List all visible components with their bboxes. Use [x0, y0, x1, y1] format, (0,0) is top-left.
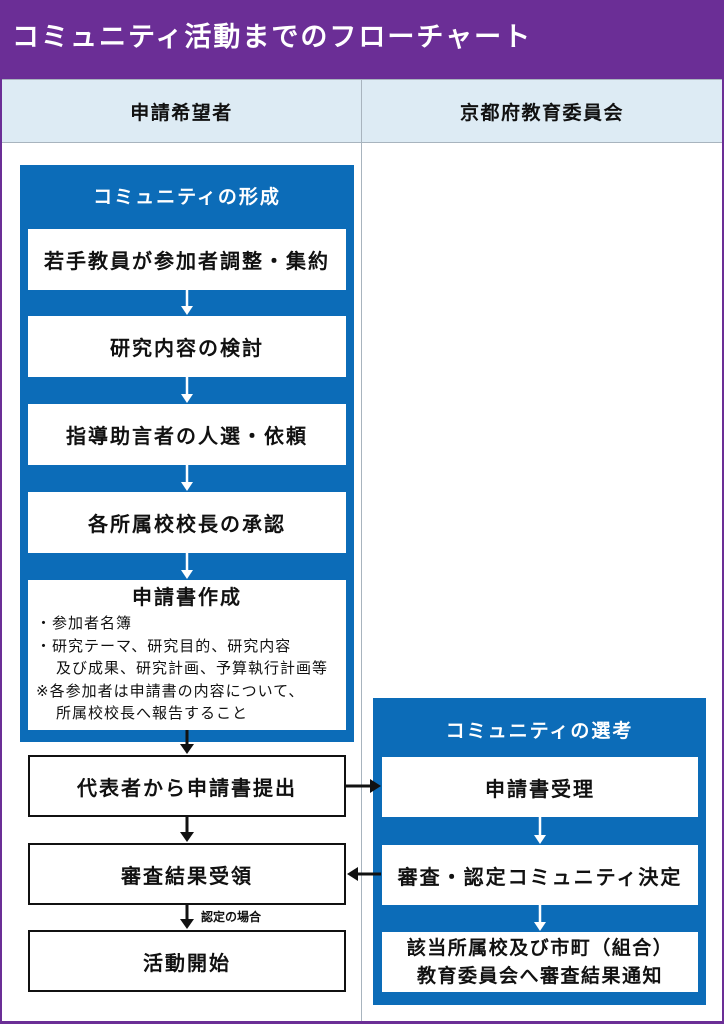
step-review-decision: 審査・認定コミュニティ決定 — [382, 845, 698, 905]
application-note-line: ・研究テーマ、研究目的、研究内容 — [36, 636, 292, 655]
column-header-applicant: 申請希望者 — [2, 80, 361, 142]
step-notify-results: 該当所属校及び市町（組合） 教育委員会へ審査結果通知 — [382, 932, 698, 992]
condition-label: 認定の場合 — [201, 910, 262, 924]
step-notify-results-line: 教育委員会へ審査結果通知 — [416, 965, 663, 987]
step-submit-application: 代表者から申請書提出 — [28, 755, 346, 817]
application-title: 申請書作成 — [132, 585, 242, 609]
step-notify-results-line: 該当所属校及び市町（組合） — [406, 937, 674, 959]
group-community-selection-title: コミュニティの選考 — [445, 720, 634, 742]
step-research-content-review: 研究内容の検討 — [28, 316, 346, 377]
step-accept-application: 申請書受理 — [382, 757, 698, 817]
step-receive-results: 審査結果受領 — [28, 843, 346, 905]
step-application-drafting: 申請書作成 ・参加者名簿 ・研究テーマ、研究目的、研究内容 及び成果、研究計画、… — [28, 580, 346, 730]
application-note-line: ※各参加者は申請書の内容について、 — [36, 681, 305, 700]
application-notes: ・参加者名簿 ・研究テーマ、研究目的、研究内容 及び成果、研究計画、予算執行計画… — [36, 612, 342, 725]
application-note-line: 及び成果、研究計画、予算執行計画等 — [56, 659, 329, 677]
column-header-board: 京都府教育委員会 — [362, 80, 722, 142]
step-principal-approval: 各所属校校長の承認 — [28, 492, 346, 553]
step-advisor-selection: 指導助言者の人選・依頼 — [28, 404, 346, 465]
page-title: コミュニティ活動までのフローチャート — [12, 22, 533, 53]
application-note-line: 所属校校長へ報告すること — [56, 704, 249, 722]
application-note-line: ・参加者名簿 — [36, 614, 133, 632]
group-community-formation-title: コミュニティの形成 — [93, 186, 281, 208]
title-bar: コミュニティ活動までのフローチャート — [0, 0, 724, 79]
step-participant-coordination: 若手教員が参加者調整・集約 — [28, 229, 346, 290]
step-start-activity: 活動開始 — [28, 930, 346, 992]
